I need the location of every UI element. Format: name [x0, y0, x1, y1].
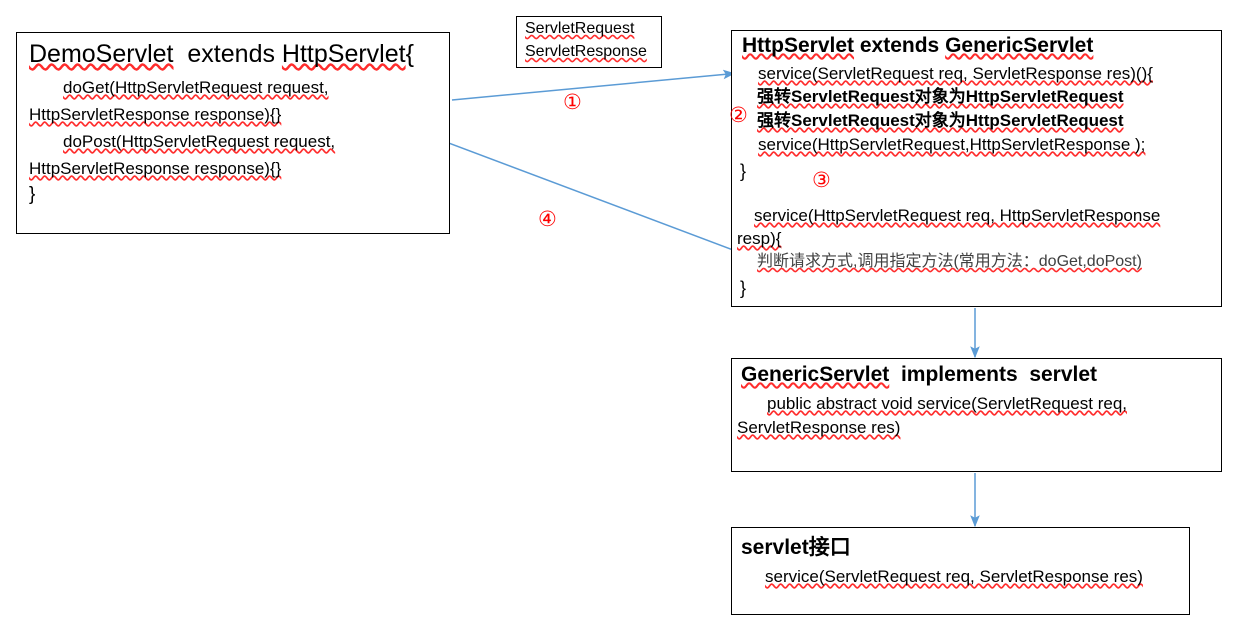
- http-line-0: service(ServletRequest req, ServletRespo…: [758, 64, 1153, 83]
- generic-parent-name: servlet: [1029, 363, 1098, 386]
- generic-line-0: public abstract void service(ServletRequ…: [767, 394, 1127, 413]
- demo-servlet-box: DemoServlet extends HttpServlet{ doGet(H…: [16, 32, 450, 234]
- generic-servlet-header: GenericServlet implements servlet: [741, 363, 1098, 387]
- req-res-line-1: ServletResponse: [525, 43, 647, 60]
- servlet-interface-box: servlet接口 service(ServletRequest req, Se…: [731, 527, 1190, 615]
- demo-brace: {: [405, 40, 414, 68]
- http-line-1: 强转ServletRequest对象为HttpServletRequest: [757, 87, 1124, 106]
- demo-line-0: doGet(HttpServletRequest request,: [63, 78, 329, 97]
- arrow-step-1: [451, 69, 736, 101]
- http-line-6: resp){: [737, 229, 782, 248]
- marker-step-4: ④: [538, 207, 557, 231]
- demo-servlet-header: DemoServlet extends HttpServlet{: [29, 41, 414, 68]
- http-class-name: HttpServlet: [742, 34, 855, 57]
- marker-step-1: ①: [563, 90, 582, 114]
- demo-line-2: doPost(HttpServletRequest request,: [63, 132, 336, 151]
- servlet-request-response-box: ServletRequest ServletResponse: [516, 16, 662, 68]
- http-line-2: 强转ServletRequest对象为HttpServletRequest: [757, 111, 1124, 130]
- http-line-8: }: [740, 278, 747, 298]
- servlet-interface-header: servlet接口: [741, 536, 851, 559]
- demo-keyword: extends: [187, 40, 275, 68]
- demo-line-4: }: [29, 184, 36, 205]
- demo-parent-name: HttpServlet: [281, 40, 406, 68]
- http-line-7: 判断请求方式,调用指定方法(常用方法：doGet,doPost): [757, 253, 1142, 270]
- marker-step-3: ③: [812, 168, 831, 192]
- generic-keyword: implements: [900, 363, 1018, 386]
- marker-step-2: ②: [729, 103, 748, 127]
- http-parent-name: GenericServlet: [945, 34, 1094, 57]
- demo-line-1: HttpServletResponse response){}: [29, 105, 282, 124]
- generic-class-name: GenericServlet: [741, 363, 890, 386]
- generic-servlet-box: GenericServlet implements servlet public…: [731, 358, 1222, 472]
- demo-class-name: DemoServlet: [29, 40, 174, 68]
- generic-line-1: ServletResponse res): [737, 418, 901, 437]
- http-servlet-box: HttpServlet extends GenericServlet servi…: [731, 30, 1222, 307]
- http-line-4: }: [740, 161, 747, 181]
- http-line-5: service(HttpServletRequest req, HttpServ…: [754, 206, 1161, 225]
- http-line-3: service(HttpServletRequest,HttpServletRe…: [758, 135, 1146, 154]
- req-res-line-0: ServletRequest: [525, 20, 635, 37]
- http-servlet-header: HttpServlet extends GenericServlet: [742, 34, 1094, 58]
- demo-line-3: HttpServletResponse response){}: [29, 159, 282, 178]
- http-keyword: extends: [859, 34, 940, 57]
- servlet-line-0: service(ServletRequest req, ServletRespo…: [765, 567, 1143, 586]
